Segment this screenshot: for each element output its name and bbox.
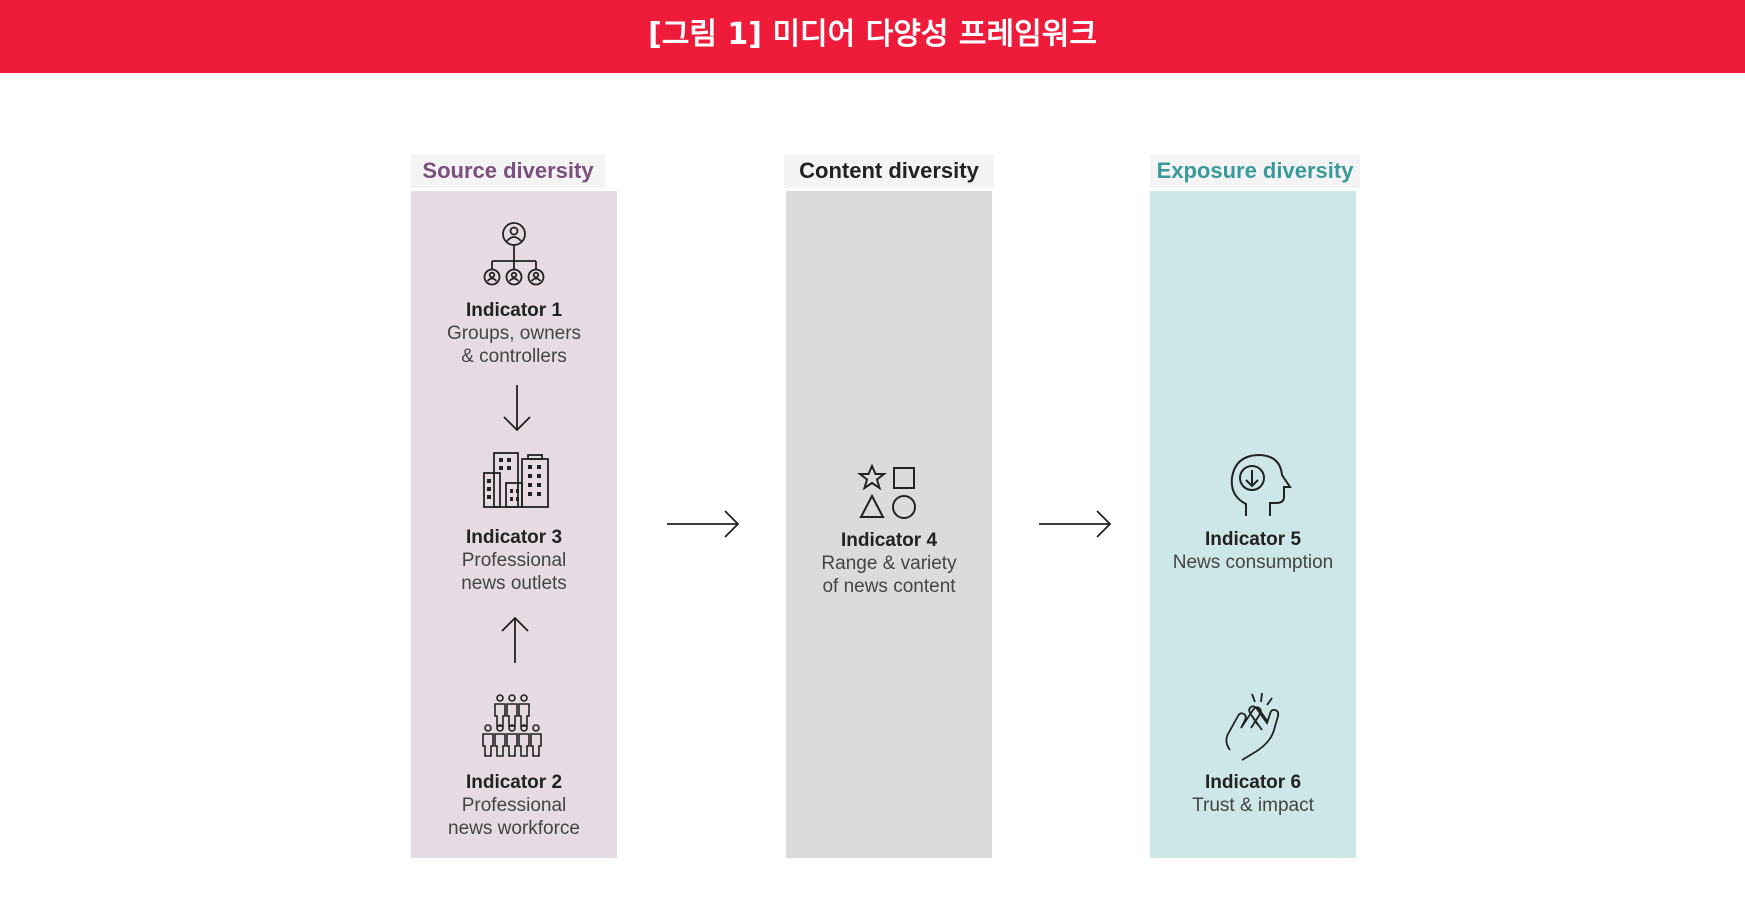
indicator-6-title: Indicator 6 [1204,772,1302,793]
indicator-2-desc: Professional news workforce [448,795,580,839]
figure-title: [그림 1] 미디어 다양성 프레임워크 [648,17,1097,52]
indicator-3-desc: Professional news outlets [461,550,567,594]
content-diversity-title: Content diversity [784,154,994,188]
exposure-diversity-panel [1150,191,1356,858]
source-diversity-panel [411,191,617,858]
head-icon [1230,453,1292,516]
indicator-3-title: Indicator 3 [465,527,563,548]
indicator-6-desc: Trust & impact [1192,795,1314,816]
indicator-1-title: Indicator 1 [465,300,563,321]
buildings-icon [483,452,549,508]
source-diversity-title: Source diversity [411,154,605,188]
arrow-right-icon-1 [667,510,740,538]
header-banner [0,0,1745,73]
indicator-1-label: Indicator 1 Groups, owners & controllers [411,299,617,368]
shapes-icon [857,463,916,519]
indicator-5-title: Indicator 5 [1204,529,1302,550]
indicator-2-label: Indicator 2 Professional news workforce [411,771,617,840]
clapping-hands-icon [1225,692,1280,761]
exposure-diversity-title: Exposure diversity [1150,154,1360,188]
indicator-6-label: Indicator 6 Trust & impact [1150,771,1356,817]
indicator-5-label: Indicator 5 News consumption [1150,528,1356,574]
indicator-3-label: Indicator 3 Professional news outlets [411,526,617,595]
people-group-icon [482,694,542,757]
indicator-1-desc: Groups, owners & controllers [446,323,582,367]
arrow-right-icon-2 [1039,510,1112,538]
indicator-5-desc: News consumption [1172,552,1334,573]
org-chart-icon [483,222,545,286]
indicator-4-label: Indicator 4 Range & variety of news cont… [786,529,992,598]
content-diversity-panel [786,191,992,858]
indicator-4-desc: Range & variety of news content [821,553,957,597]
indicator-4-title: Indicator 4 [840,530,938,551]
arrow-up-icon [501,616,529,663]
arrow-down-icon [503,385,531,432]
indicator-2-title: Indicator 2 [465,772,563,793]
